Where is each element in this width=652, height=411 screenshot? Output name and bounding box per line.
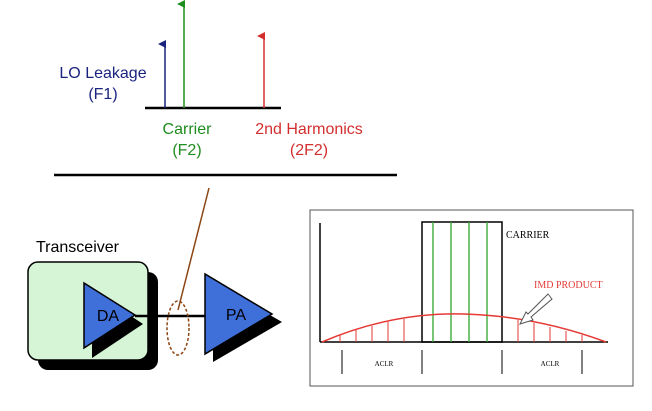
da-label: DA — [97, 308, 120, 325]
harmonic-freq: (2F2) — [290, 142, 328, 159]
transceiver-label: Transceiver — [36, 239, 120, 256]
harmonic-label: 2nd Harmonics — [255, 121, 363, 138]
aclr-right-label: ACLR — [541, 360, 560, 368]
pa-label: PA — [226, 307, 246, 324]
imd-pointer-arrow — [519, 293, 553, 325]
da-amplifier[interactable] — [83, 281, 137, 350]
carrier-caption: CARRIER — [506, 230, 550, 241]
aclr-left-label: ACLR — [375, 360, 394, 368]
aclr-markers — [341, 350, 583, 374]
imd-hatch-left — [339, 319, 405, 342]
imd-hatch-right — [517, 320, 583, 342]
imd-product-curve — [321, 313, 607, 343]
block-diagram: Transceiver DA PA — [27, 239, 282, 370]
probe-ellipse — [166, 300, 190, 356]
pa-amplifier[interactable] — [204, 272, 274, 356]
spectrum-sketch: LO Leakage (F1) Carrier (F2) 2nd Harmoni… — [59, 0, 363, 159]
carrier-band — [421, 221, 503, 343]
lo-leakage-freq: (F1) — [88, 86, 117, 103]
carrier-freq: (F2) — [172, 142, 201, 159]
imd-caption: IMD PRODUCT — [534, 280, 603, 291]
inset-frame — [309, 209, 634, 387]
lo-leakage-label: LO Leakage — [59, 65, 146, 82]
carrier-label: Carrier — [163, 121, 213, 138]
callout-pointer — [177, 187, 210, 311]
inset-spectrum-panel: CARRIER IMD PRODUCT — [309, 209, 634, 387]
